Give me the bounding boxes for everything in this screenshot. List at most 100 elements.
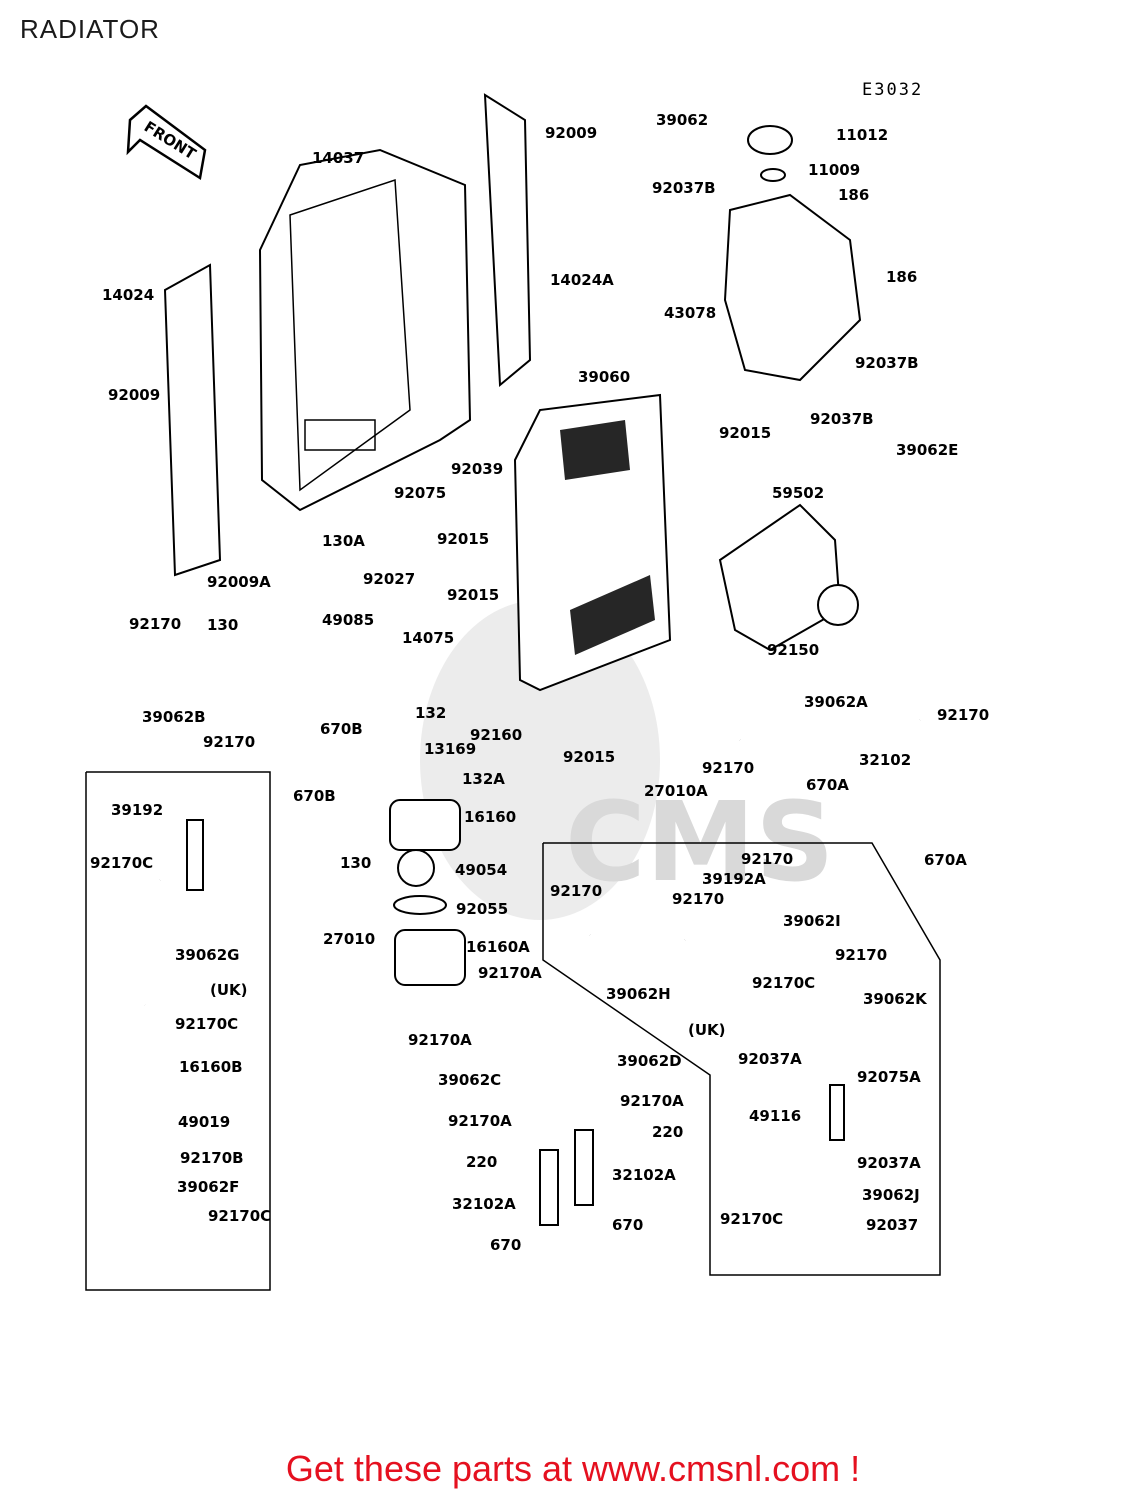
uk-inset-right (542, 842, 941, 1276)
watermark-logo: CMS (420, 600, 834, 920)
pipe-32102a-a (539, 1149, 559, 1226)
part-number-label: 92170B (180, 1149, 244, 1167)
part-number-label: 92027 (363, 570, 415, 588)
part-number-label: 92009A (207, 573, 271, 591)
part-number-label: 92015 (719, 424, 771, 442)
part-number-label: 92037 (866, 1216, 918, 1234)
page-title: RADIATOR (20, 14, 160, 44)
part-number-label: 92075 (394, 484, 446, 502)
part-number-label: 92170 (937, 706, 989, 724)
part-number-label: 43078 (664, 304, 716, 322)
part-number-label: 92170 (203, 733, 255, 751)
part-number-label: 92015 (437, 530, 489, 548)
part-number-label: 32102 (859, 751, 911, 769)
uk-inset-left (85, 771, 271, 1291)
region-uk-label-right: (UK) (688, 1021, 726, 1039)
part-number-label: 16160 (464, 808, 516, 826)
part-number-label: 92150 (767, 641, 819, 659)
part-number-label: 13169 (424, 740, 476, 758)
part-number-label: 92170C (90, 854, 153, 872)
side-cover-right (483, 93, 532, 388)
pipe-39192 (186, 819, 204, 891)
part-number-label: 670 (612, 1216, 643, 1234)
part-number-label: 92170 (741, 850, 793, 868)
part-number-label: 39062H (606, 985, 671, 1003)
valve-49116 (829, 1084, 845, 1141)
part-number-label: 16160B (179, 1058, 243, 1076)
part-number-label: 32102A (452, 1195, 516, 1213)
part-number-label: 92009 (108, 386, 160, 404)
part-number-label: 670B (320, 720, 363, 738)
front-arrow-icon: FRONT (126, 104, 207, 181)
part-number-label: 92170C (208, 1207, 271, 1225)
part-number-label: 92170A (620, 1092, 684, 1110)
exploded-parts-diagram: CMS FRONT (85, 93, 989, 1291)
part-number-label: 92170 (129, 615, 181, 633)
part-number-label: 92009 (545, 124, 597, 142)
part-number-label: 92160 (470, 726, 522, 744)
part-number-label: 39062G (175, 946, 240, 964)
part-number-label: 39062I (783, 912, 841, 930)
part-number-label: 92170C (752, 974, 815, 992)
part-number-label: 39062 (656, 111, 708, 129)
part-number-label: 92170 (550, 882, 602, 900)
part-number-label: 59502 (772, 484, 824, 502)
part-number-label: 39062C (438, 1071, 501, 1089)
pipe-32102a-b (574, 1129, 594, 1206)
part-number-label: 670B (293, 787, 336, 805)
part-number-label: 39062D (617, 1052, 682, 1070)
part-number-label: 92170A (478, 964, 542, 982)
part-number-label: 39062K (863, 990, 928, 1008)
thermostat-housing (389, 799, 466, 986)
part-number-label: 92170 (672, 890, 724, 908)
part-number-label: 39060 (578, 368, 630, 386)
reservoir-tank (723, 125, 862, 382)
radiator-shroud (258, 148, 472, 512)
part-number-label: 132 (415, 704, 446, 722)
part-number-label: 49019 (178, 1113, 230, 1131)
part-number-label: 92170 (702, 759, 754, 777)
part-number-label: 11009 (808, 161, 860, 179)
part-number-label: 92015 (447, 586, 499, 604)
part-number-label: 186 (886, 268, 917, 286)
part-number-label: 186 (838, 186, 869, 204)
diagram-code: E3032 (862, 80, 924, 100)
part-number-label: 92170 (835, 946, 887, 964)
part-number-label: 92037A (738, 1050, 802, 1068)
part-number-label: 92170A (448, 1112, 512, 1130)
part-number-label: 220 (652, 1123, 683, 1141)
part-number-label: 130 (340, 854, 371, 872)
part-number-label: 92075A (857, 1068, 921, 1086)
part-number-label: 670A (806, 776, 849, 794)
part-number-label: 670 (490, 1236, 521, 1254)
part-number-label: 92039 (451, 460, 503, 478)
part-number-label: 92037B (652, 179, 716, 197)
part-number-label: 49085 (322, 611, 374, 629)
part-number-label: 670A (924, 851, 967, 869)
part-number-label: 92037A (857, 1154, 921, 1172)
side-cover-left (163, 263, 222, 577)
part-number-label: 220 (466, 1153, 497, 1171)
radiator-core (513, 393, 672, 692)
part-number-label: 11012 (836, 126, 888, 144)
part-number-label: 32102A (612, 1166, 676, 1184)
part-number-label: 49054 (455, 861, 507, 879)
part-number-label: 92170A (408, 1031, 472, 1049)
part-label-group: 14037 92009 39062 11012 11009 92037B 186 14024A… (90, 111, 989, 1254)
part-number-label: 27010 (323, 930, 375, 948)
part-number-label: 39062E (896, 441, 958, 459)
part-number-label: 14024A (550, 271, 614, 289)
part-number-label: 39192A (702, 870, 766, 888)
part-number-label: 92170C (720, 1210, 783, 1228)
part-number-label: 39062F (177, 1178, 239, 1196)
watermark-text: CMS (565, 778, 834, 906)
promo-banner[interactable]: Get these parts at www.cmsnl.com ! (285, 1448, 861, 1489)
part-number-label: 39062J (862, 1186, 920, 1204)
part-number-label: 49116 (749, 1107, 801, 1125)
part-number-label: 27010A (644, 782, 708, 800)
part-number-label: 92055 (456, 900, 508, 918)
part-number-label: 130A (322, 532, 365, 550)
part-number-label: 14037 (312, 149, 364, 167)
part-number-label: 132A (462, 770, 505, 788)
